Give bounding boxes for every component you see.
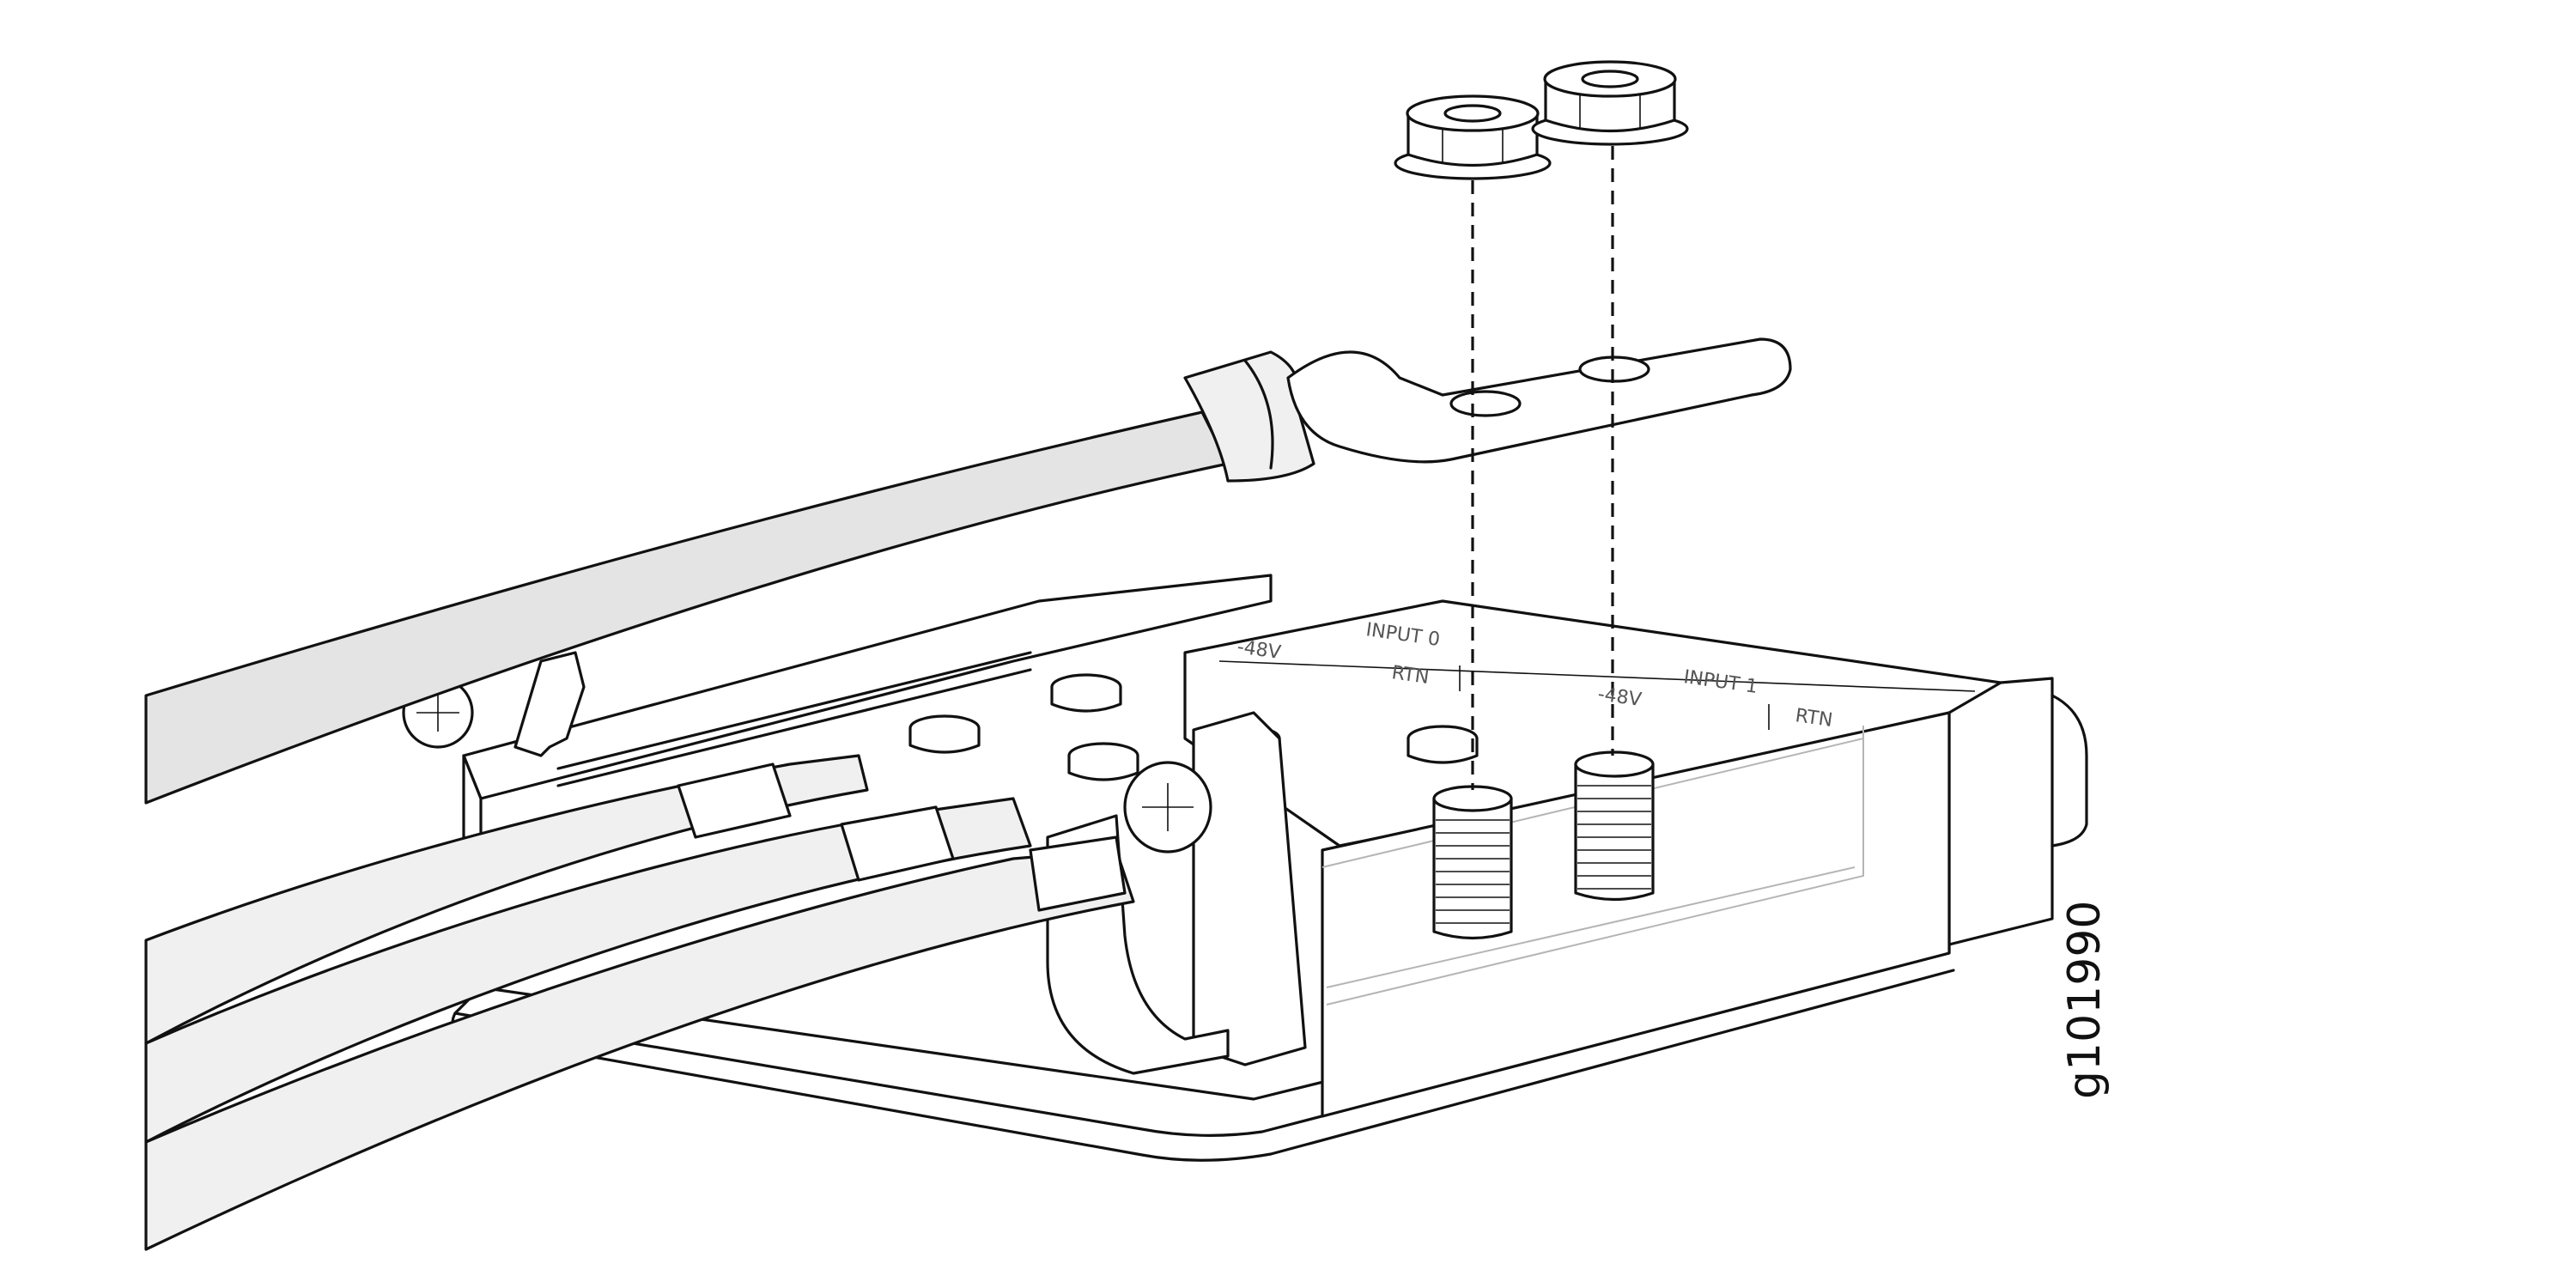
threaded-stud-input1 (1574, 750, 1655, 902)
flange-nut-left (1394, 94, 1552, 180)
assembly-guide-lines (1471, 146, 1614, 790)
flange-nut-right (1531, 60, 1689, 146)
label-rtn-1: RTN (1794, 705, 1834, 732)
mounting-bracket (462, 574, 1273, 843)
terminal-block (1183, 599, 2088, 1118)
label-rtn-0: RTN (1390, 662, 1431, 689)
figure-id: g101990 (2059, 900, 2111, 1099)
top-cable (144, 350, 1315, 805)
threaded-stud-input0 (1432, 785, 1513, 940)
lower-cables (144, 754, 1135, 1251)
ring-lug (1286, 337, 1792, 464)
